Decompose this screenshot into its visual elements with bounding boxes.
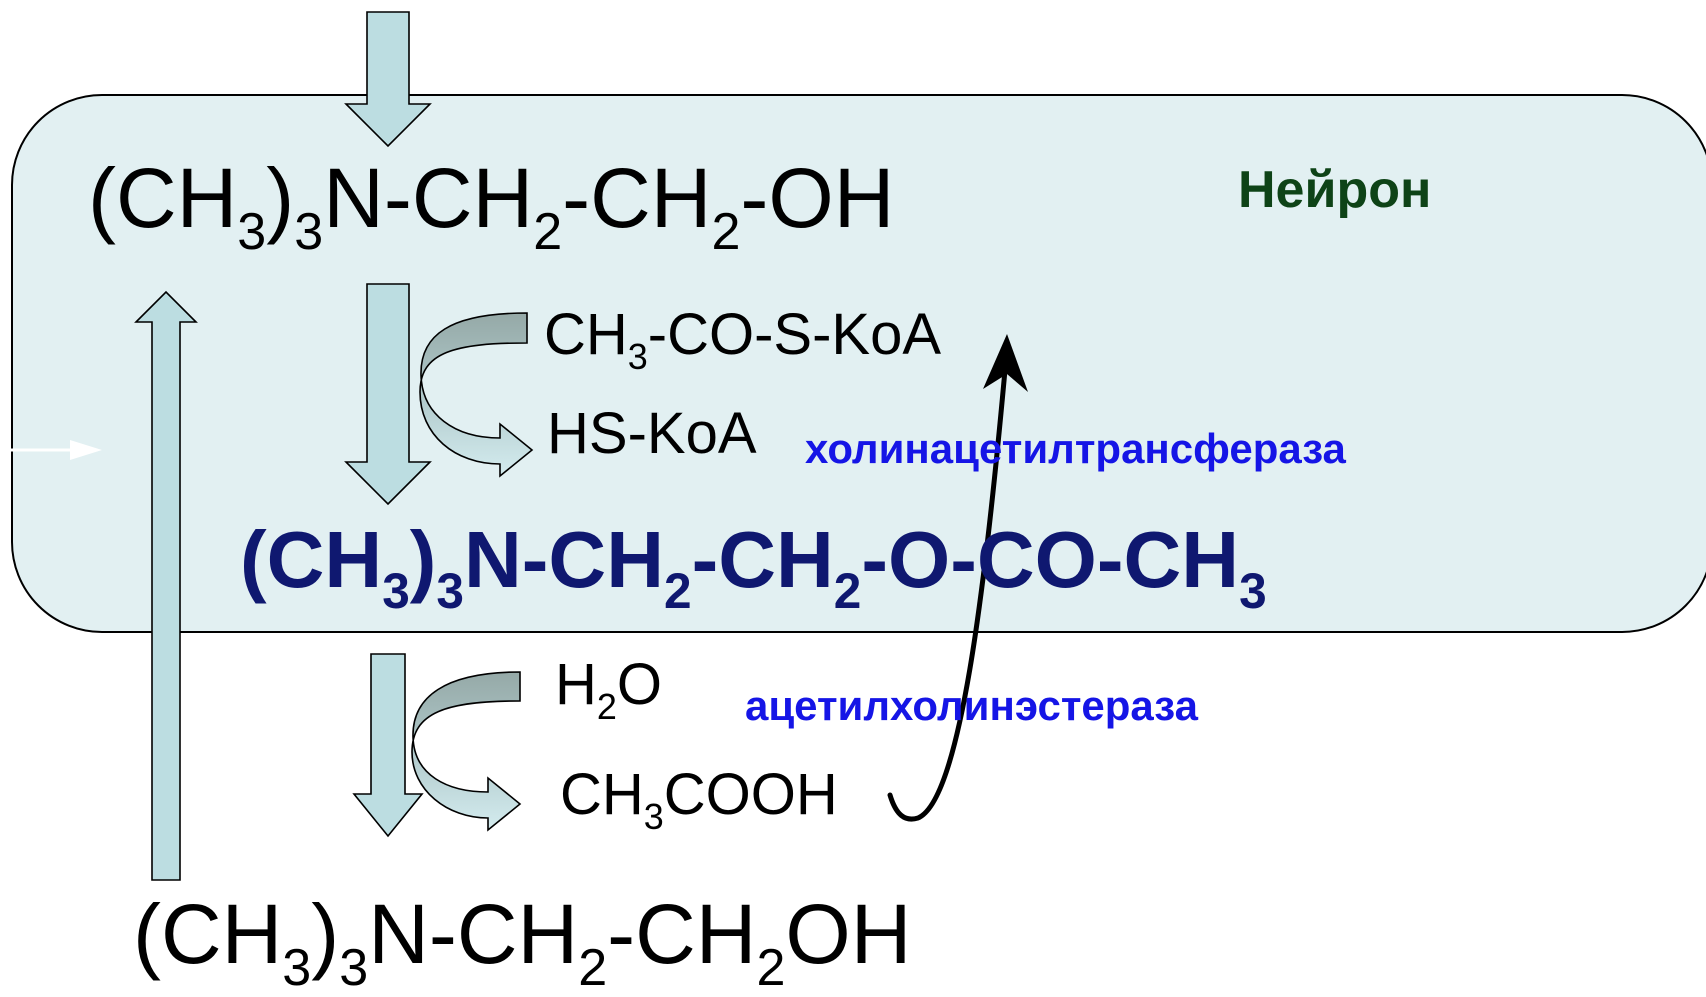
synthesis-arrow [344, 283, 432, 506]
water-formula: H2O [555, 652, 663, 728]
hs-coa-formula: HS-KoA [547, 401, 757, 466]
acetate-recycle-arrowhead [983, 334, 1028, 392]
incoming-arrow [344, 11, 432, 148]
acetylcholine-formula: (CH3)3N-CH2-CH2-O-CO-CH3 [240, 515, 1267, 619]
choline-formula-bottom: (CH3)3N-CH2-CH2OH [133, 887, 912, 997]
acetic-acid-formula: CH3COOH [560, 762, 838, 838]
acetyl-coa-formula: CH3-CO-S-KoA [544, 302, 942, 378]
choline-acetyltransferase-label: холинацетилтрансфераза [805, 425, 1346, 472]
water-curved-arrow [411, 671, 522, 832]
acetate-recycle-arrow [887, 367, 1008, 822]
neuron-region [11, 94, 1706, 633]
choline-reuptake-arrow [134, 290, 198, 881]
coa-curved-arrow [419, 312, 534, 478]
white-arrow-icon [0, 440, 102, 460]
choline-formula-top: (CH3)3N-CH2-CH2-OH [88, 151, 895, 261]
hydrolysis-arrow [352, 653, 424, 838]
neuron-label: Нейрон [1238, 161, 1432, 219]
acetylcholinesterase-label: ацетилхолинэстераза [745, 682, 1198, 729]
